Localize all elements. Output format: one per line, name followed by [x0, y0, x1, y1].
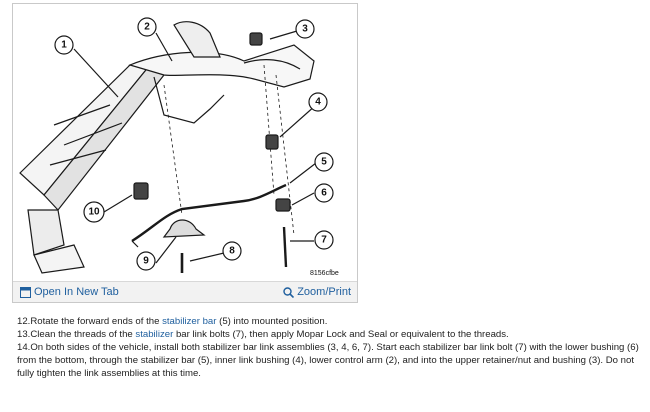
- callout-circle-3: [295, 19, 315, 39]
- step-number: 13.: [17, 329, 31, 340]
- callout-label-3: 3: [302, 24, 308, 35]
- open-in-new-tab-link[interactable]: Open In New Tab: [20, 282, 119, 302]
- callout-circle-10: [83, 201, 105, 223]
- callout-circle-8: [222, 241, 242, 261]
- callout-label-8: 8: [229, 246, 235, 257]
- figure-panel: 1 2 3 4 5 6 7 8 9 10 8156cfbe Open In Ne…: [12, 3, 358, 303]
- step-number: 14.: [17, 342, 31, 353]
- callout-label-9: 9: [143, 256, 149, 267]
- callout-circle-4: [308, 92, 328, 112]
- zoom-print-label: Zoom/Print: [297, 286, 351, 298]
- figure-footer: Open In New Tab Zoom/Print: [13, 281, 357, 302]
- step-12: 12.Rotate the forward ends of the stabil…: [17, 315, 647, 328]
- step-number: 12.: [17, 316, 31, 327]
- step-text: On both sides of the vehicle, install bo…: [17, 342, 639, 379]
- callout-label-2: 2: [144, 22, 150, 33]
- callout-circle-5: [314, 152, 334, 172]
- instruction-steps: 12.Rotate the forward ends of the stabil…: [17, 315, 647, 380]
- step-text: (5) into mounted position.: [216, 316, 328, 327]
- callout-circle-1: [54, 35, 74, 55]
- step-13: 13.Clean the threads of the stabilizer b…: [17, 328, 647, 341]
- stabilizer-bar-link[interactable]: stabilizer bar: [162, 316, 217, 327]
- new-tab-icon: [20, 286, 31, 298]
- callout-label-7: 7: [321, 235, 327, 246]
- magnifier-icon: [283, 286, 295, 298]
- callout-label-6: 6: [321, 188, 327, 199]
- step-text: Rotate the forward ends of the: [30, 316, 163, 327]
- callout-label-1: 1: [61, 40, 67, 51]
- step-text: bar link bolts (7), then apply Mopar Loc…: [173, 329, 509, 340]
- stabilizer-bar-diagram: 1 2 3 4 5 6 7 8 9 10 8156cfbe: [19, 17, 339, 277]
- callout-circle-2: [137, 17, 157, 37]
- callout-label-4: 4: [315, 97, 321, 108]
- stabilizer-link[interactable]: stabilizer: [135, 329, 174, 340]
- callout-circle-7: [314, 230, 334, 250]
- callout-circle-6: [314, 183, 334, 203]
- callout-label-5: 5: [321, 157, 327, 168]
- step-text: Clean the threads of the: [30, 329, 136, 340]
- callout-label-10: 10: [88, 207, 100, 218]
- zoom-print-link[interactable]: Zoom/Print: [283, 282, 351, 302]
- callout-circle-9: [136, 251, 156, 271]
- step-14: 14.On both sides of the vehicle, install…: [17, 341, 647, 380]
- figure-code: 8156cfbe: [310, 270, 339, 277]
- open-in-new-tab-label: Open In New Tab: [34, 286, 119, 298]
